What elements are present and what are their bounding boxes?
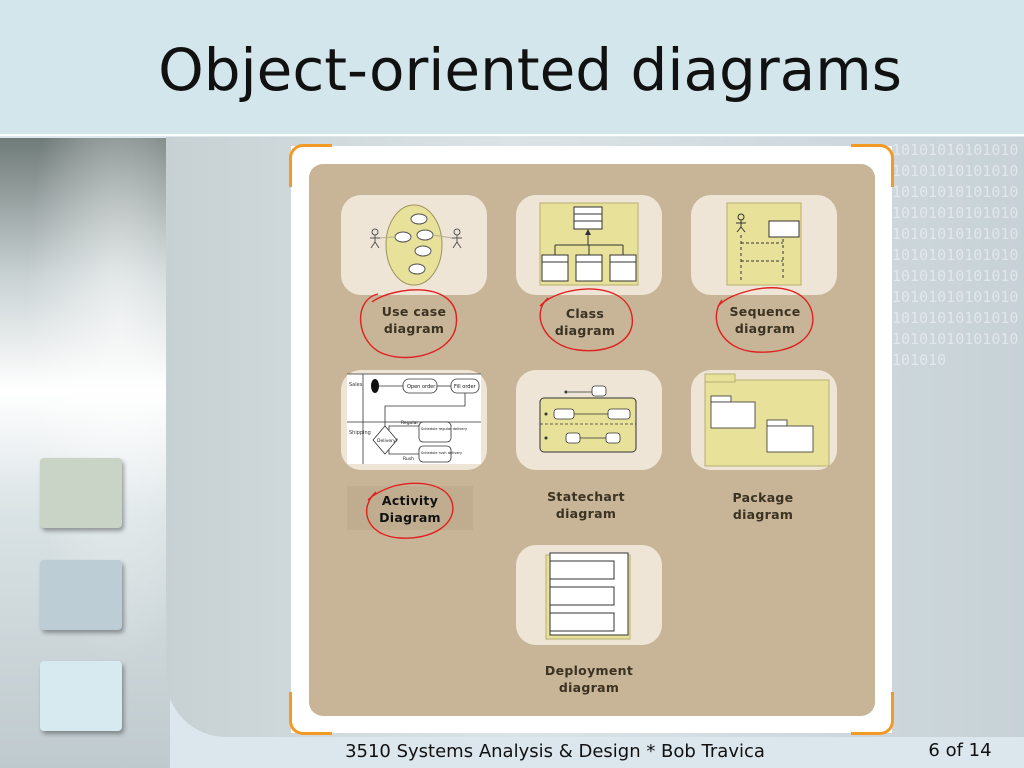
package-caption-line2: diagram: [732, 507, 794, 522]
statechart-thumb: [516, 370, 662, 470]
activity-diagram-icon: Sales Shipping Open order Fill order Del…: [347, 373, 481, 464]
class-caption-line2: diagram: [554, 323, 616, 338]
title-bar: Object-oriented diagrams: [0, 0, 1024, 136]
sequence-caption: Sequence diagram: [692, 303, 838, 337]
use-case-caption: Use case diagram: [341, 303, 487, 337]
activity-rush: Rush: [403, 456, 414, 462]
package-caption: Package diagram: [690, 489, 836, 523]
figure-corner-bl: [289, 692, 332, 735]
class-caption: Class diagram: [512, 305, 658, 339]
statechart-caption: Statechart diagram: [513, 488, 659, 522]
sequence-thumb: [691, 195, 837, 295]
use-case-thumb: [341, 195, 487, 295]
use-case-diagram-icon: [370, 204, 462, 286]
activity-fill-order: Fill order: [454, 384, 477, 390]
deployment-thumb: [516, 545, 662, 645]
sequence-caption-line2: diagram: [734, 321, 796, 336]
slide-title: Object-oriented diagrams: [158, 36, 902, 104]
use-case-caption-line1: Use case: [381, 304, 447, 319]
class-caption-line1: Class: [565, 306, 605, 321]
activity-schedule-rush: Schedule rush delivery: [421, 451, 463, 455]
activity-regular: Regular: [401, 420, 418, 426]
decor-square-2: [40, 560, 122, 630]
deployment-caption-line2: diagram: [558, 680, 620, 695]
activity-caption: Activity Diagram: [337, 492, 483, 526]
activity-delivery: Delivery?: [377, 438, 399, 444]
statechart-diagram-icon: [539, 385, 637, 453]
deployment-caption-line1: Deployment: [544, 663, 634, 678]
decor-square-3: [40, 661, 122, 731]
class-thumb: [516, 195, 662, 295]
binary-decoration: 1010101010101010101010101010101010101010…: [892, 141, 1019, 369]
page-number: 6 of 14: [928, 740, 992, 761]
statechart-caption-line1: Statechart: [547, 489, 625, 504]
activity-lane-1: Sales: [349, 382, 363, 388]
decor-square-1: [40, 458, 122, 528]
deployment-diagram-icon: [545, 552, 631, 640]
activity-open-order: Open order: [407, 384, 436, 390]
activity-schedule-regular: Schedule regular delivery: [421, 427, 468, 431]
figure-corner-tr: [851, 144, 894, 187]
package-diagram-icon: [704, 373, 830, 467]
use-case-caption-line2: diagram: [383, 321, 445, 336]
figure-corner-tl: [289, 144, 332, 187]
figure-corner-br: [851, 692, 894, 735]
class-diagram-icon: [539, 202, 639, 286]
activity-lane-2: Shipping: [349, 430, 371, 436]
sequence-diagram-icon: [726, 202, 802, 286]
package-thumb: [691, 370, 837, 470]
package-caption-line1: Package: [732, 490, 794, 505]
statechart-caption-line2: diagram: [555, 506, 617, 521]
deployment-caption: Deployment diagram: [516, 662, 662, 696]
slide-footer: 3510 Systems Analysis & Design * Bob Tra…: [345, 741, 765, 762]
sequence-caption-line1: Sequence: [729, 304, 801, 319]
activity-caption-line2: Diagram: [379, 510, 441, 525]
activity-caption-line1: Activity: [381, 493, 439, 508]
activity-thumb: Sales Shipping Open order Fill order Del…: [341, 370, 487, 470]
